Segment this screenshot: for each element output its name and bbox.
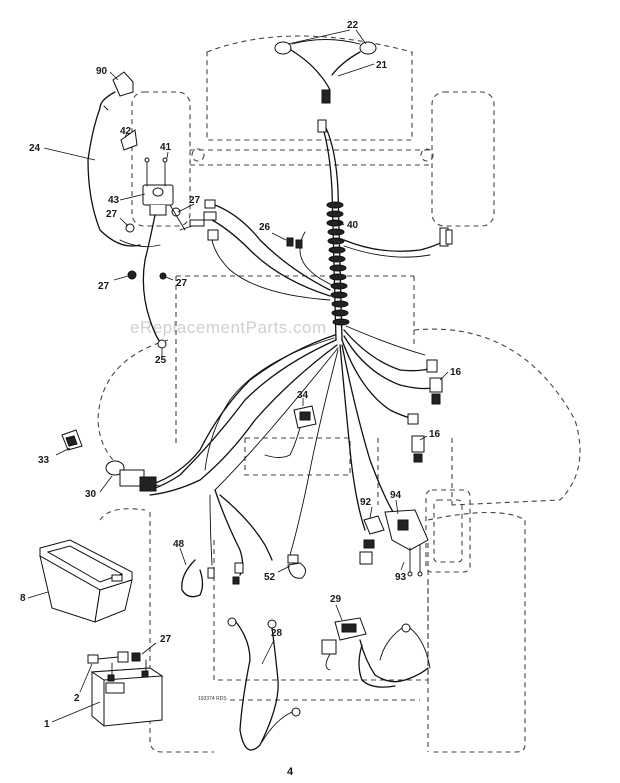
callouts: 22 21 90 42 24 41 43 27 27 27 27 27 26 4… — [20, 20, 462, 730]
module-29 — [321, 617, 431, 688]
battery-1: 193374 RDS — [87, 651, 227, 727]
harness-conduit — [326, 201, 350, 326]
callout-42: 42 — [120, 126, 132, 137]
callout-29: 29 — [330, 594, 342, 605]
callout-16-upper: 16 — [450, 367, 462, 378]
hourmeter-33 — [61, 429, 83, 451]
callout-94: 94 — [390, 490, 402, 501]
callout-41: 41 — [160, 142, 172, 153]
headlight-assembly — [274, 39, 377, 104]
callout-43: 43 — [108, 195, 120, 206]
callout-30: 30 — [85, 489, 97, 500]
upper-connectors — [203, 199, 303, 249]
callout-93: 93 — [395, 572, 407, 583]
callout-40: 40 — [347, 220, 359, 231]
callout-26: 26 — [259, 222, 271, 233]
callout-25: 25 — [155, 355, 167, 366]
callout-90: 90 — [96, 66, 108, 77]
callout-27-solenoid-left: 27 — [106, 209, 118, 220]
callout-27-solenoid-right: 27 — [189, 195, 201, 206]
connector-16-upper — [426, 359, 443, 405]
page-number: 4 — [287, 766, 294, 778]
callout-34: 34 — [297, 390, 309, 401]
solenoid-assembly — [87, 71, 205, 349]
switch-34 — [264, 405, 317, 458]
tractor-outline — [97, 35, 581, 753]
callout-21: 21 — [376, 60, 388, 71]
callout-27-battery: 27 — [160, 634, 172, 645]
callout-16-lower: 16 — [429, 429, 441, 440]
callout-24: 24 — [29, 143, 41, 154]
callout-27-lower-right: 27 — [176, 278, 188, 289]
ignition-switch-30 — [105, 460, 157, 492]
main-harness — [149, 119, 453, 576]
battery-box-8 — [39, 539, 133, 623]
callout-2: 2 — [74, 693, 80, 704]
callout-92: 92 — [360, 497, 372, 508]
callout-22: 22 — [347, 20, 359, 31]
callout-1: 1 — [44, 719, 50, 730]
leader-lines — [27, 29, 449, 723]
callout-8: 8 — [20, 593, 26, 604]
callout-52: 52 — [264, 572, 276, 583]
cable-28 — [227, 617, 301, 751]
seat-switch-assembly — [359, 509, 429, 577]
callout-27-lower-left: 27 — [98, 281, 110, 292]
sensor-48 — [181, 559, 244, 598]
callout-28: 28 — [271, 628, 283, 639]
connector-16-lower — [407, 413, 425, 463]
drawing-number: 193374 RDS — [198, 696, 227, 702]
callout-48: 48 — [173, 539, 185, 550]
callout-33: 33 — [38, 455, 50, 466]
watermark-text: eReplacementParts.com — [130, 318, 327, 337]
sensor-52 — [287, 554, 306, 579]
